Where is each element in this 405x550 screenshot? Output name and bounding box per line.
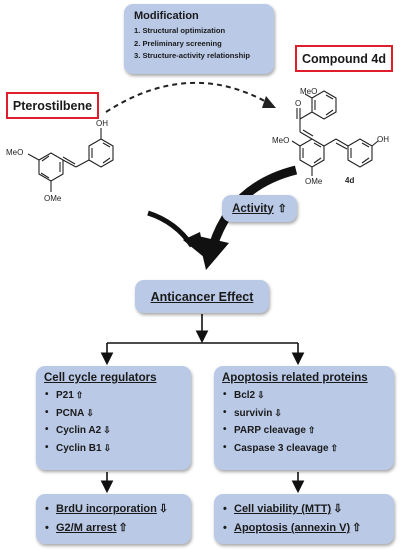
modification-item: 1. Structural optimization (134, 26, 226, 35)
modification-box: Modification 1. Structural optimization … (124, 4, 274, 74)
list-item: Cyclin A2⇩ (44, 422, 183, 440)
up-arrow-icon: ⇧ (118, 522, 128, 534)
cell-cycle-title: Cell cycle regulators (44, 372, 157, 384)
compound-meo-mid: MeO (272, 136, 289, 145)
down-arrow-icon: ⇩ (103, 442, 112, 453)
list-item: Cell viability (MTT)⇩ (222, 500, 386, 519)
down-arrow-icon: ⇩ (333, 503, 343, 515)
compound-ome: OMe (305, 177, 323, 186)
up-arrow-icon: ⇧ (352, 522, 362, 534)
cell-cycle-list: P21⇧ PCNA⇩ Cyclin A2⇩ Cyclin B1⇩ (44, 387, 183, 457)
list-item: BrdU incorporation⇩ (44, 500, 183, 519)
activity-label: Activity (232, 202, 274, 215)
apoptosis-box: Apoptosis related proteins Bcl2⇩ survivi… (214, 366, 394, 470)
list-item: G2/M arrest⇧ (44, 519, 183, 538)
down-arrow-icon: ⇩ (158, 503, 169, 515)
up-arrow-icon: ⇧ (75, 390, 84, 400)
outcome-left-box: BrdU incorporation⇩ G2/M arrest⇧ (36, 494, 191, 544)
compound-4d-structure (291, 90, 379, 176)
outcome-left-list: BrdU incorporation⇩ G2/M arrest⇧ (44, 500, 183, 538)
down-arrow-icon: ⇩ (86, 407, 94, 418)
activity-up-arrow: ⇧ (277, 203, 287, 215)
list-item: Caspase 3 cleavage⇧ (222, 440, 386, 458)
anticancer-effect-label: Anticancer Effect (150, 289, 254, 304)
pterostilbene-oh: OH (96, 119, 108, 128)
list-item: PARP cleavage⇧ (222, 422, 386, 440)
modification-dashed-arrow (105, 81, 271, 113)
modification-dashed-arrowhead (262, 96, 276, 108)
down-arrow-icon: ⇩ (103, 425, 111, 435)
modification-title: Modification (134, 10, 199, 22)
modification-item: 2. Preliminary screening (134, 38, 222, 48)
cell-cycle-box: Cell cycle regulators P21⇧ PCNA⇩ Cyclin … (36, 366, 191, 470)
apoptosis-title: Apoptosis related proteins (222, 372, 368, 384)
outcome-right-box: Cell viability (MTT)⇩ Apoptosis (annexin… (214, 494, 394, 544)
apoptosis-list: Bcl2⇩ survivin⇩ PARP cleavage⇧ Caspase 3… (222, 387, 386, 457)
modification-item: 3. Structure-activity relationship (134, 51, 251, 60)
list-item: P21⇧ (44, 387, 183, 405)
compound-oh: OH (377, 135, 389, 144)
compound-4d-label: Compound 4d (295, 45, 393, 72)
compound-o: O (295, 99, 301, 108)
list-item: Apoptosis (annexin V)⇧ (222, 519, 386, 538)
outcome-right-list: Cell viability (MTT)⇩ Apoptosis (annexin… (222, 500, 386, 538)
down-arrow-icon: ⇩ (257, 390, 265, 400)
pterostilbene-structure (27, 128, 114, 192)
modification-list: 1. Structural optimization 2. Preliminar… (134, 25, 264, 63)
compound-id-label: 4d (345, 176, 354, 185)
compound-meo-top: MeO (300, 87, 317, 96)
list-item: PCNA⇩ (44, 405, 183, 423)
up-arrow-icon: ⇧ (307, 425, 316, 435)
anticancer-effect-box: Anticancer Effect (135, 280, 269, 313)
activity-box: Activity ⇧ (222, 195, 297, 222)
list-item: survivin⇩ (222, 405, 386, 423)
down-arrow-icon: ⇩ (274, 407, 282, 418)
pterostilbene-meo: MeO (6, 148, 23, 157)
pterostilbene-label: Pterostilbene (6, 92, 99, 119)
up-arrow-icon: ⇧ (330, 442, 339, 453)
list-item: Bcl2⇩ (222, 387, 386, 405)
pterostilbene-ome: OMe (44, 194, 62, 203)
list-item: Cyclin B1⇩ (44, 440, 183, 458)
